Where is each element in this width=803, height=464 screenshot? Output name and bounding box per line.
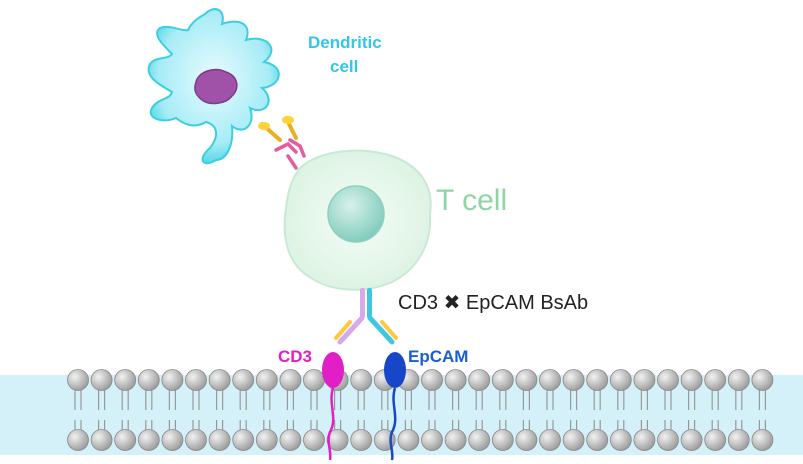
t-cell-nucleus [327,185,385,243]
lipid-head [255,429,278,451]
lipid-head [468,429,491,451]
lipid-head [609,429,632,451]
cd3-receptor [322,352,344,461]
lipid-head [114,369,137,391]
lipid-head [255,369,278,391]
lipid-head [185,369,207,391]
lipid-head [67,429,89,451]
lipid-head [539,369,561,391]
t-cell [283,149,432,291]
lipid-head [633,429,656,451]
lipid-head [515,429,538,451]
lipid-head [562,369,585,391]
label-bsab: CD3 ✖ EpCAM BsAb [398,292,588,314]
lipid-head [421,429,443,451]
dendritic-nucleus [194,68,238,105]
lipid-head [657,369,679,391]
lipid-head [515,369,538,391]
lipid-head [657,429,679,451]
lipid-head [751,429,774,451]
lipid-head [326,429,349,451]
dendritic-cell [147,8,280,165]
lipid-head [303,369,325,391]
lipid-head [751,369,774,391]
label-epcam: EpCAM [408,347,468,366]
lipid-head [90,429,113,451]
lipid-head [704,369,727,391]
label-cd3: CD3 [278,347,312,366]
lipid-head [279,369,302,391]
lipid-head [586,429,609,451]
lipid-head [161,369,184,391]
lipid-head [727,429,750,451]
label-dendritic-line2: cell [330,57,358,76]
lipid-head [67,369,89,391]
lipid-head [114,429,137,451]
lipid-head [161,429,184,451]
lipid-head [137,429,160,451]
lipid-head [350,369,373,391]
epcam-receptor [384,352,406,461]
lipid-head [303,429,325,451]
lipid-head [279,429,302,451]
lipid-head [185,429,207,451]
lipid-head [491,429,514,451]
lipid-head [727,369,750,391]
lipid-head [680,429,703,451]
lipid-head [232,429,255,451]
label-dendritic-line1: Dendritic [308,33,382,52]
lipid-head [208,429,231,451]
lipid-head [562,429,585,451]
lipid-head [633,369,656,391]
bispecific-antibody [334,288,398,345]
lipid-head [232,369,255,391]
lipid-head [468,369,491,391]
lipid-head [397,429,420,451]
lipid-head [90,369,113,391]
lipid-head [137,369,160,391]
lipid-head [609,369,632,391]
lipid-head [680,369,703,391]
label-t-cell: T cell [436,184,507,217]
synapse-molecules [258,116,306,170]
lipid-head [444,429,467,451]
lipid-head [704,429,727,451]
lipid-head [586,369,609,391]
lipid-head [208,369,231,391]
lipid-head [491,369,514,391]
lipid-head [539,429,561,451]
lipid-head [350,429,373,451]
lipid-head [421,369,443,391]
lipid-head [444,369,467,391]
